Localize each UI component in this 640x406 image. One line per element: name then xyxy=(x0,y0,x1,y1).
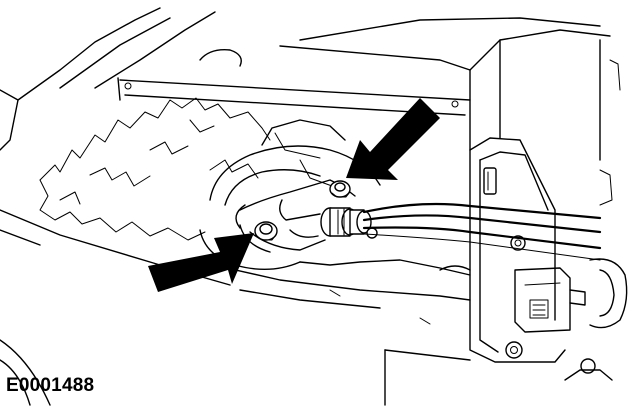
pointer-arrow-lower xyxy=(148,233,254,292)
lower-panel xyxy=(199,259,471,406)
cowl-panel xyxy=(17,7,611,116)
cable-bundle xyxy=(235,202,602,261)
insulation-texture xyxy=(39,97,271,241)
figure-id-label: E0001488 xyxy=(6,375,95,396)
bracket-bolt-lower xyxy=(254,221,278,241)
right-module xyxy=(514,59,628,381)
cable-connector xyxy=(320,207,378,239)
vertical-bracket xyxy=(469,39,601,363)
left-fender xyxy=(0,89,231,406)
mounting-bracket xyxy=(239,179,356,251)
bracket-bolt-upper xyxy=(329,180,351,198)
pointer-arrow-upper xyxy=(346,98,440,180)
